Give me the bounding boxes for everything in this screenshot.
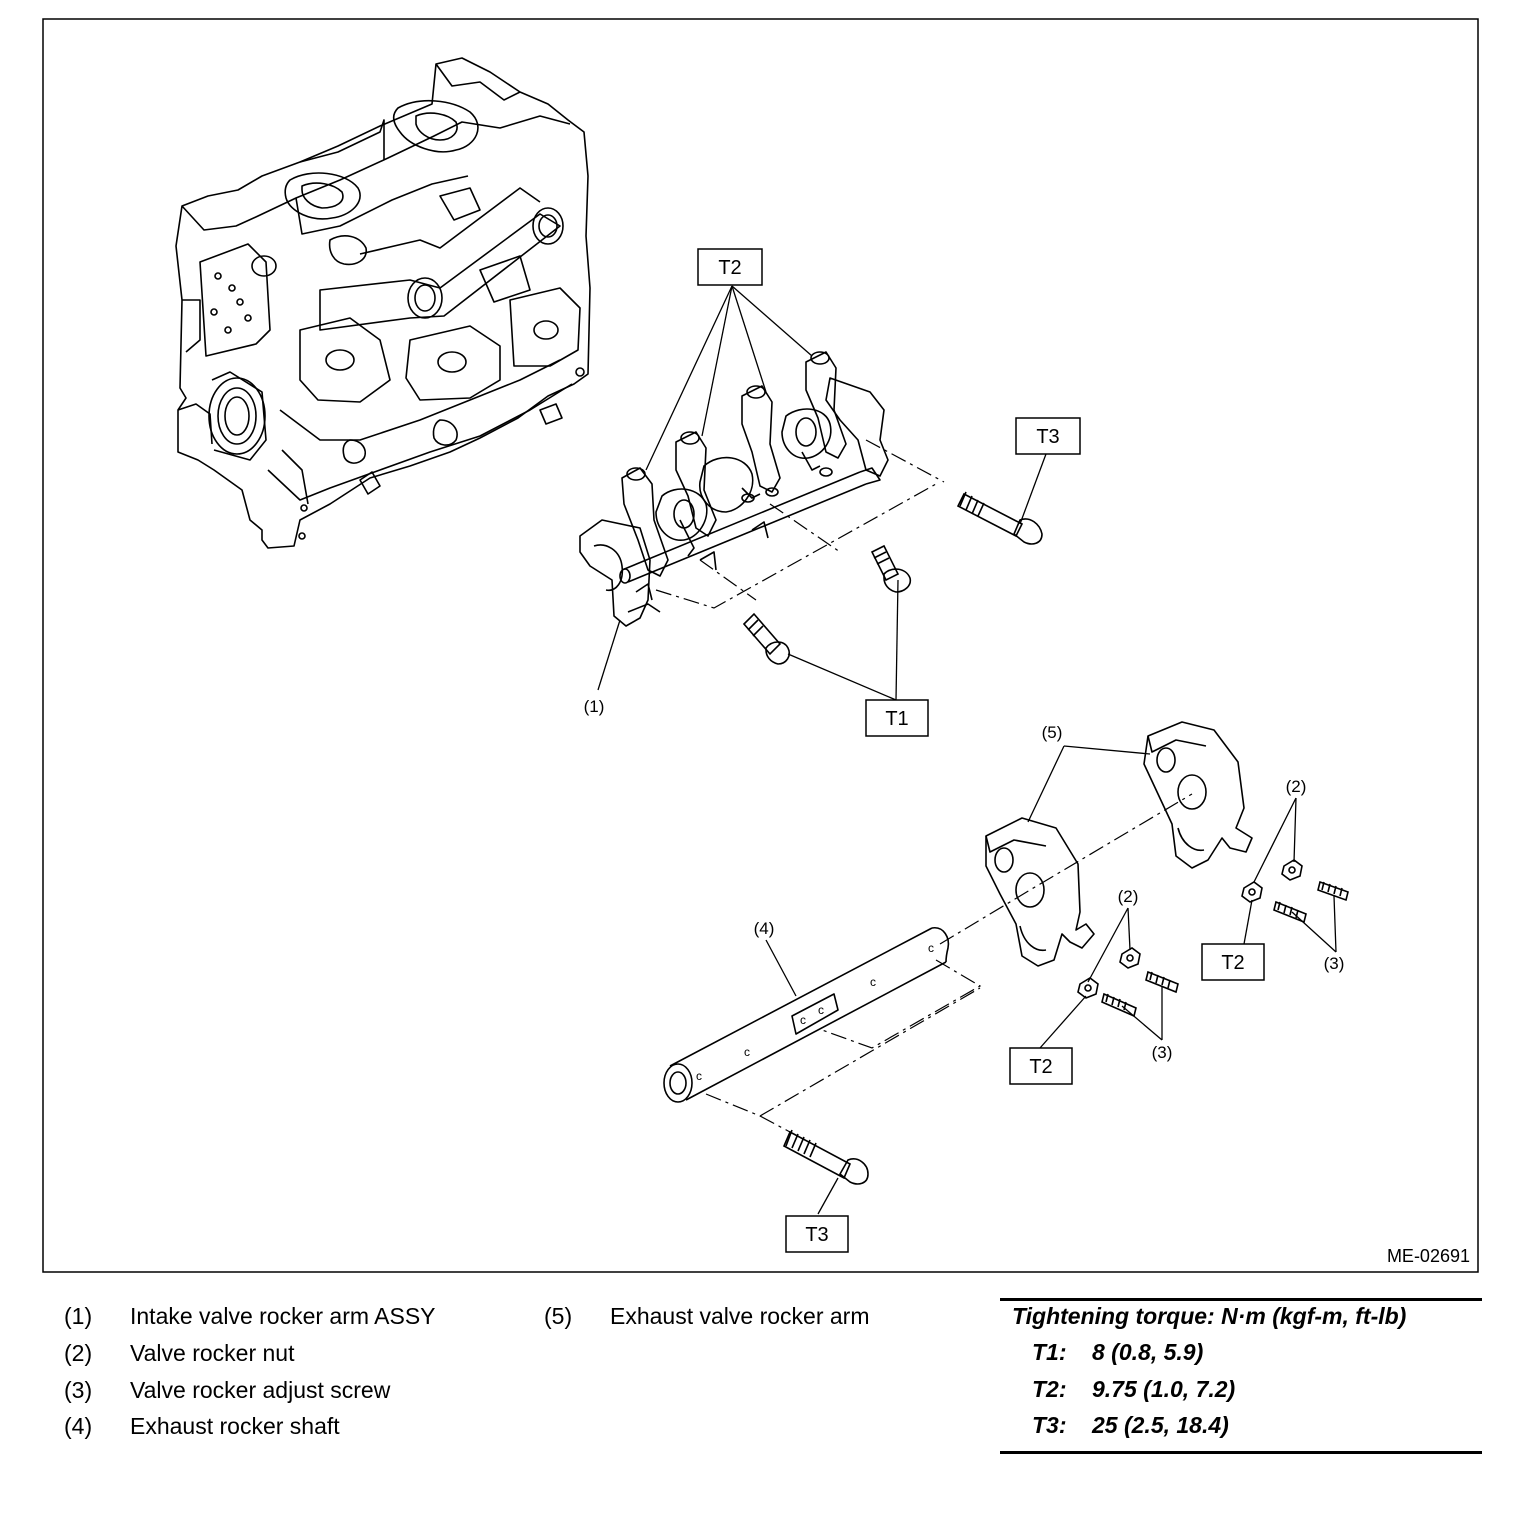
legend-text: Valve rocker adjust screw: [130, 1377, 391, 1403]
exhaust-shaft-bolt: [782, 1129, 869, 1185]
intake-rocker-arm-assy-illustration: [579, 351, 889, 627]
alignment-lines-exhaust: [705, 793, 1193, 1133]
intake-bolts: [742, 491, 1043, 665]
exhaust-rocker-shaft-illustration: c c c c c c: [663, 927, 950, 1103]
callout-2-right: (2): [1286, 777, 1307, 796]
legend-text: Valve rocker nut: [130, 1340, 295, 1366]
callout-3-mid: (3): [1152, 1043, 1173, 1062]
figure-frame: [42, 18, 1479, 1273]
svg-text:T2: T2: [1221, 952, 1244, 974]
torque-box-t2-mid: T2: [1009, 1047, 1073, 1085]
leader-lines: [597, 285, 1337, 1215]
svg-text:T2: T2: [1029, 1056, 1052, 1078]
legend-number: (4): [64, 1413, 93, 1439]
svg-text:T3: T3: [805, 1224, 828, 1246]
torque-box-t3-bottom: T3: [785, 1215, 849, 1253]
shaft-mark: c: [928, 941, 934, 955]
callout-2-mid: (2): [1118, 887, 1139, 906]
shaft-mark: c: [818, 1003, 824, 1017]
legend-text: Exhaust valve rocker arm: [610, 1303, 870, 1329]
torque-code: T2:: [1032, 1376, 1067, 1402]
torque-box-t2-top: T2: [697, 248, 763, 286]
figure-id: ME-02691: [1387, 1246, 1470, 1266]
shaft-mark: c: [696, 1069, 702, 1083]
callout-5: (5): [1042, 723, 1063, 742]
legend-number: (5): [544, 1303, 573, 1329]
callout-3-right: (3): [1324, 954, 1345, 973]
alignment-lines-intake: [655, 439, 945, 609]
svg-text:T2: T2: [718, 257, 741, 279]
torque-value: 9.75 (1.0, 7.2): [1092, 1376, 1236, 1402]
svg-text:T1: T1: [885, 708, 908, 730]
legend-number: (1): [64, 1303, 93, 1329]
callout-4: (4): [754, 919, 775, 938]
torque-box-t2-right: T2: [1201, 943, 1265, 981]
callout-1: (1): [584, 697, 605, 716]
nuts-and-screws: [1077, 859, 1349, 1018]
torque-heading: Tightening torque: N·m (kgf-m, ft-lb): [1012, 1303, 1407, 1329]
torque-box-t3-top: T3: [1015, 417, 1081, 455]
legend-text: Intake valve rocker arm ASSY: [130, 1303, 436, 1329]
legend-number: (3): [64, 1377, 93, 1403]
torque-code: T1:: [1032, 1339, 1067, 1365]
legend-number: (2): [64, 1340, 93, 1366]
shaft-mark: c: [744, 1045, 750, 1059]
legend-text: Exhaust rocker shaft: [130, 1413, 340, 1439]
exhaust-rocker-arms-illustration: [985, 721, 1253, 967]
svg-text:T3: T3: [1036, 426, 1059, 448]
torque-value: 25 (2.5, 18.4): [1092, 1412, 1229, 1438]
shaft-mark: c: [800, 1013, 806, 1027]
shaft-mark: c: [870, 975, 876, 989]
torque-value: 8 (0.8, 5.9): [1092, 1339, 1204, 1365]
torque-table: Tightening torque: N·m (kgf-m, ft-lb) T1…: [1000, 1298, 1482, 1454]
torque-code: T3:: [1032, 1412, 1067, 1438]
torque-box-t1: T1: [865, 699, 929, 737]
cylinder-head-illustration: [175, 57, 591, 549]
